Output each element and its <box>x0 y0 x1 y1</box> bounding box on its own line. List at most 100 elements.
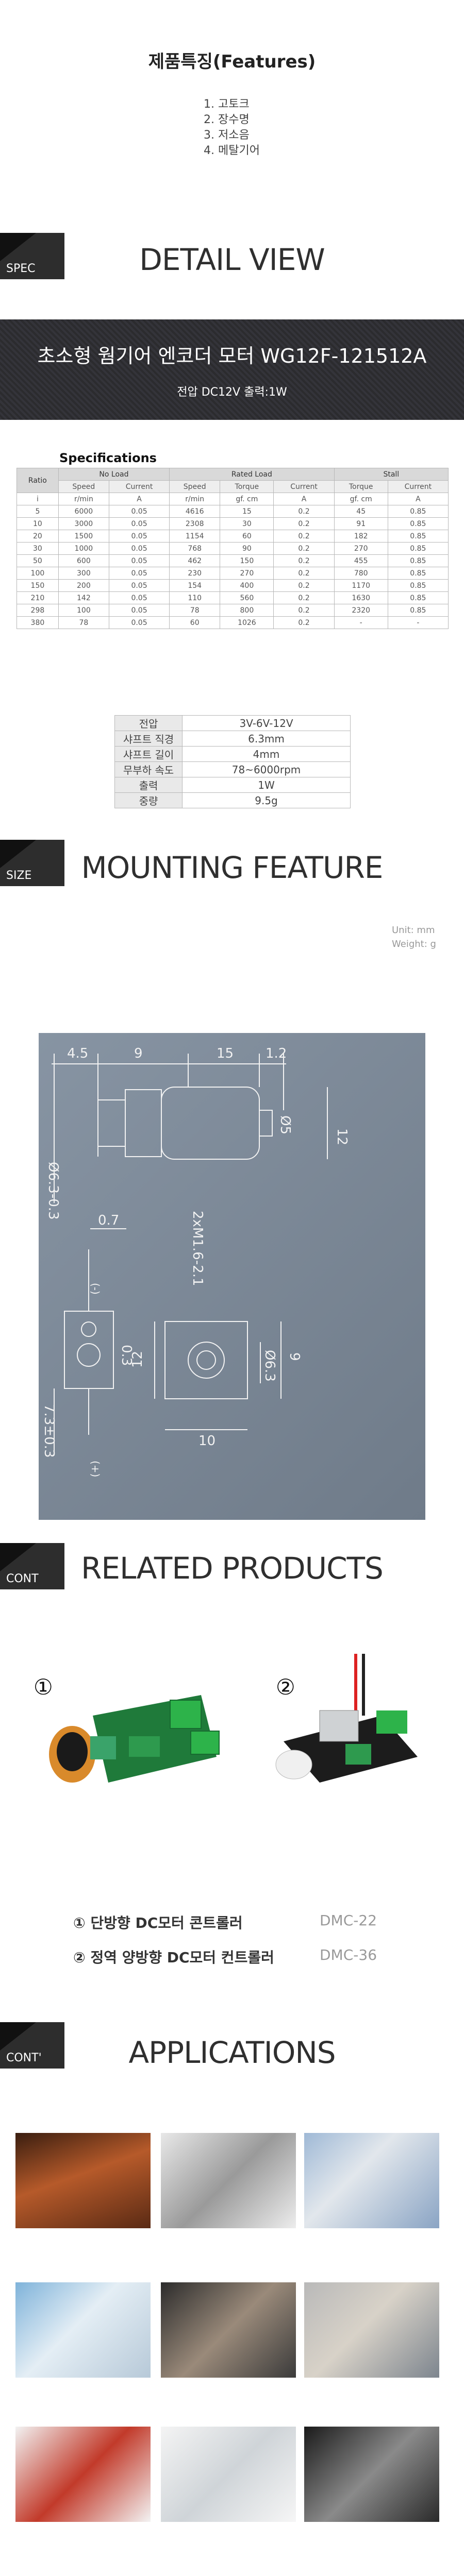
gear-hub <box>196 1350 216 1370</box>
features-list: 1. 고토크 2. 장수명 3. 저소음 4. 메탈기어 <box>204 97 260 159</box>
spec-cell: 60 <box>169 616 221 629</box>
spec-cell: 0.05 <box>108 567 170 580</box>
spec-cell: 462 <box>169 554 221 567</box>
summary-value: 78~6000rpm <box>182 761 351 777</box>
summary-value: 3V-6V-12V <box>182 715 351 731</box>
cont-tag-label: CONT <box>6 1572 39 1585</box>
weight-label: Weight: g <box>392 939 436 950</box>
stall-header: Stall <box>334 468 449 481</box>
spec-cell: 270 <box>220 567 274 580</box>
spec-cell: 560 <box>220 591 274 604</box>
spec-cell: 0.05 <box>108 517 170 530</box>
cont2-tag: CONT' <box>0 2022 64 2069</box>
summary-key: 샤프트 길이 <box>114 746 183 762</box>
spec-cell: 142 <box>58 591 109 604</box>
dim-text: 2xM1.6-2.1 <box>190 1211 205 1286</box>
dim-text: 9 <box>287 1352 302 1361</box>
spec-cell: 300 <box>58 567 109 580</box>
dim-text: 10 <box>198 1433 216 1449</box>
dim-text: 4.5 <box>67 1046 88 1061</box>
summary-key: 전압 <box>114 715 183 731</box>
spec-cell: 0.2 <box>273 530 335 543</box>
spec-cell: 45 <box>334 505 388 518</box>
summary-value: 9.5g <box>182 792 351 808</box>
spec-cell: 20 <box>16 530 59 543</box>
unit-cell: A <box>273 493 335 505</box>
feature-item: 1. 고토크 <box>204 98 250 111</box>
polarity-minus: (-) <box>89 1283 102 1295</box>
spec-cell: 0.2 <box>273 616 335 629</box>
feature-item: 2. 장수명 <box>204 113 250 126</box>
feature-item: 4. 메탈기어 <box>204 144 260 157</box>
spec-cell: 60 <box>220 530 274 543</box>
related-item-1: ① 단방향 DC모터 콘트롤러 <box>73 1914 243 1931</box>
spec-cell: 10 <box>16 517 59 530</box>
spec-cell: 1026 <box>220 616 274 629</box>
spec-cell: 0.05 <box>108 579 170 592</box>
spec-cell: 150 <box>16 579 59 592</box>
spec-cell: 3000 <box>58 517 109 530</box>
spec-cell: 78 <box>169 604 221 617</box>
controller-2-image <box>242 1654 449 1808</box>
spec-cell: 6000 <box>58 505 109 518</box>
spec-cell: 0.85 <box>387 604 449 617</box>
summary-key: 무부하 속도 <box>114 761 183 777</box>
spec-cell: 0.2 <box>273 604 335 617</box>
specifications-table: Ratio No Load Rated Load Stall Speed Cur… <box>16 468 449 629</box>
spec-cell: 768 <box>169 542 221 555</box>
spec-cell: 15 <box>220 505 274 518</box>
spec-cell: 30 <box>16 542 59 555</box>
unit-cell: r/min <box>169 493 221 505</box>
spec-cell: 90 <box>220 542 274 555</box>
spec-cell: 0.85 <box>387 505 449 518</box>
spec-cell: 154 <box>169 579 221 592</box>
mounting-feature-title: MOUNTING FEATURE <box>81 850 384 885</box>
spec-cell: 0.85 <box>387 554 449 567</box>
spec-cell: 100 <box>58 604 109 617</box>
spec-cell: 100 <box>16 567 59 580</box>
product-marker-1: ① <box>34 1674 53 1700</box>
application-image-printer <box>161 2133 296 2228</box>
unit-label: Unit: mm <box>392 925 435 936</box>
dim-text: 1.2 <box>266 1046 287 1061</box>
spec-cell: 0.2 <box>273 517 335 530</box>
dim-text: 9 <box>134 1046 143 1061</box>
rated-load-header: Rated Load <box>169 468 335 481</box>
spec-cell: 0.2 <box>273 579 335 592</box>
spec-cell: 780 <box>334 567 388 580</box>
detail-view-title: DETAIL VIEW <box>139 242 325 277</box>
summary-value: 6.3mm <box>182 731 351 747</box>
application-image-factory <box>304 2133 439 2228</box>
spec-cell: 1170 <box>334 579 388 592</box>
spec-cell: 50 <box>16 554 59 567</box>
applications-title: APPLICATIONS <box>128 2035 336 2070</box>
spec-cell: 110 <box>169 591 221 604</box>
summary-key: 중량 <box>114 792 183 808</box>
spec-cell: 1000 <box>58 542 109 555</box>
spec-cell: 0.2 <box>273 554 335 567</box>
spec-cell: 230 <box>169 567 221 580</box>
application-image-car <box>161 2282 296 2378</box>
spec-cell: 91 <box>334 517 388 530</box>
product-banner <box>0 319 464 420</box>
spec-cell: 380 <box>16 616 59 629</box>
spec-cell: 1500 <box>58 530 109 543</box>
gearbox-outline <box>125 1089 162 1157</box>
dim-text: 12 <box>130 1351 145 1368</box>
spec-cell: 600 <box>58 554 109 567</box>
spec-cell: 0.05 <box>108 616 170 629</box>
no-load-header: No Load <box>58 468 170 481</box>
unit-cell: A <box>108 493 170 505</box>
